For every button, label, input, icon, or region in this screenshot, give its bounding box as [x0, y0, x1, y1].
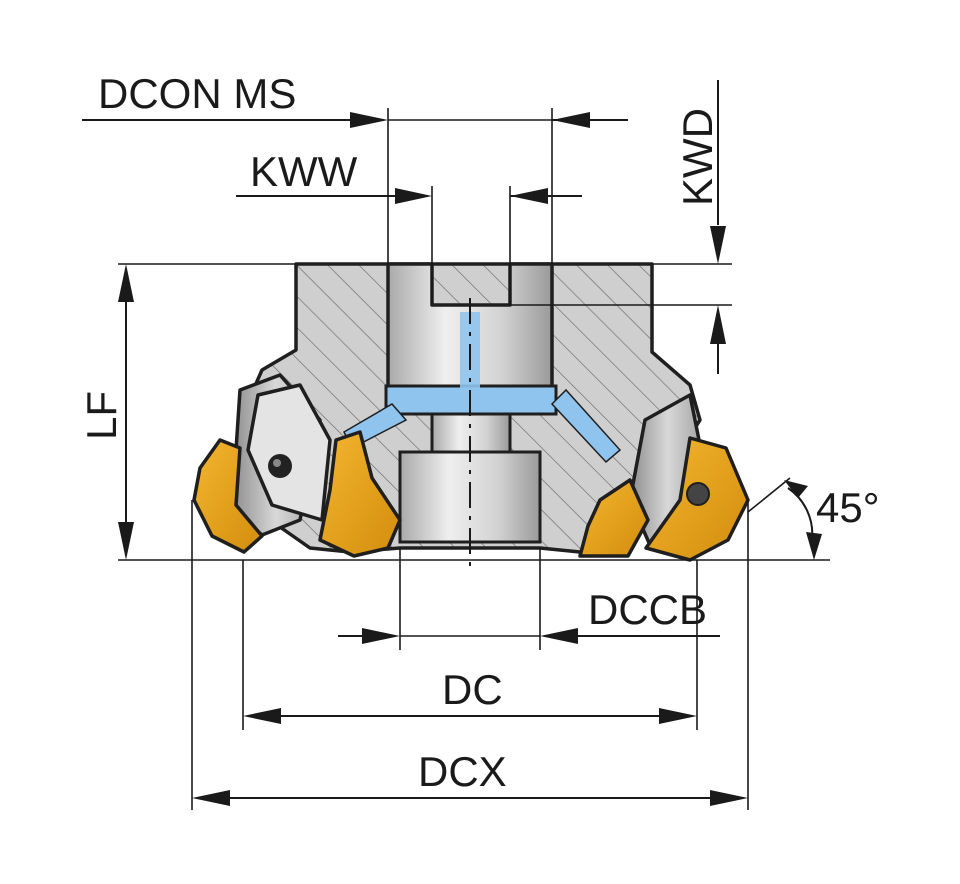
coolant-right [550, 388, 622, 464]
inserts [192, 430, 750, 562]
insert-left-outer [192, 438, 264, 554]
label-dcon-ms: DCON MS [98, 70, 296, 117]
labels: DCON MS KWW KWD LF 45° DCCB DC DCX [78, 70, 880, 795]
label-lf: LF [78, 391, 125, 440]
insert-right-inner [578, 478, 650, 558]
insert-left-inner [318, 430, 402, 558]
label-dcx: DCX [418, 748, 507, 795]
label-kww: KWW [250, 148, 358, 195]
label-dc: DC [442, 666, 503, 713]
label-angle: 45° [816, 484, 880, 531]
dimensions [82, 80, 830, 810]
central-bore [343, 262, 622, 572]
label-dccb: DCCB [588, 586, 707, 633]
label-kwd: KWD [674, 108, 721, 206]
left-seat [246, 383, 332, 522]
screw-hole-icon [268, 454, 292, 478]
insert-screw-icon [686, 482, 710, 506]
